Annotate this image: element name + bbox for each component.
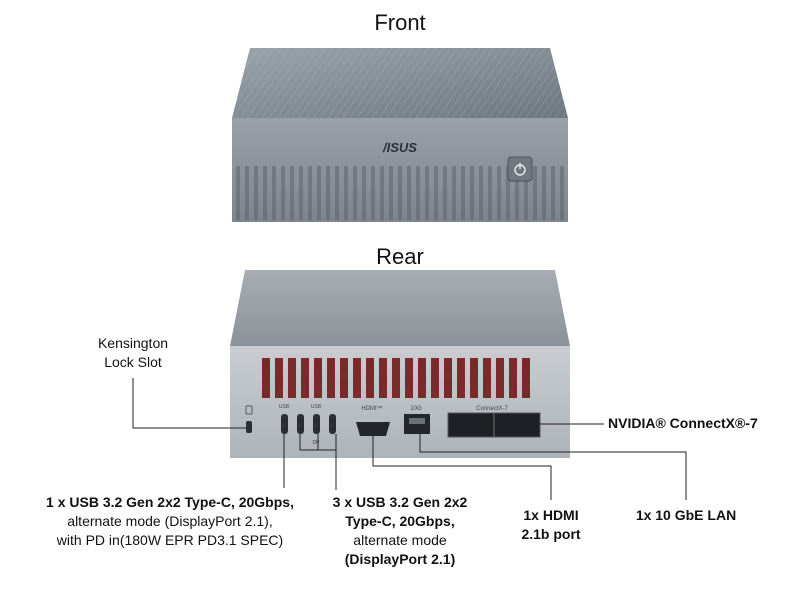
nvidia-callout: NVIDIA® ConnectX®-7 [608, 415, 758, 431]
usb-single-line1: 1 x USB 3.2 Gen 2x2 Type-C, 20Gbps, [46, 494, 294, 510]
usb-c-port-1 [297, 414, 304, 434]
rear-title: Rear [376, 244, 424, 269]
rear-device: USB USB DP HDMI™ 10G ConnectX-7 [230, 270, 570, 458]
usb-c-port-2 [313, 414, 320, 434]
usb-triple-line2: Type-C, 20Gbps, [345, 513, 455, 529]
hdmi-port [356, 422, 390, 436]
dp-marking: DP [313, 440, 321, 446]
front-title: Front [374, 10, 426, 35]
usb-triple-line4: (DisplayPort 2.1) [344, 551, 456, 567]
hdmi-line2: 2.1b port [521, 526, 581, 542]
usb-triple-line3: alternate mode [353, 532, 447, 548]
connectx-marking: ConnectX-7 [476, 406, 508, 412]
hdmi-line1: 1x HDMI [523, 507, 579, 523]
rear-vents [262, 358, 530, 398]
kensington-line2: Lock Slot [104, 354, 162, 370]
usb-single-marking: USB [279, 404, 290, 410]
kensington-callout: Kensington Lock Slot [72, 334, 194, 372]
hdmi-callout: 1x HDMI 2.1b port [505, 506, 597, 544]
lan-callout: 1x 10 GbE LAN [635, 507, 737, 523]
usb-c-port-3 [329, 414, 336, 434]
kensington-slot [246, 421, 252, 433]
power-button[interactable] [507, 156, 533, 182]
usb-single-line3: with PD in(180W EPR PD3.1 SPEC) [56, 532, 284, 548]
front-device: /ISUS [232, 48, 568, 222]
usb-single-line2: alternate mode (DisplayPort 2.1), [67, 513, 273, 529]
usb-c-port-single [281, 414, 288, 434]
kensington-line1: Kensington [97, 335, 169, 351]
usb-triple-callout: 3 x USB 3.2 Gen 2x2 Type-C, 20Gbps, alte… [318, 493, 482, 569]
lock-icon [245, 405, 253, 415]
lan-marking: 10G [410, 406, 422, 412]
leader-lines [132, 378, 687, 500]
usb-triple-marking: USB [311, 404, 322, 410]
asus-logo: /ISUS [382, 140, 417, 155]
hdmi-marking: HDMI™ [361, 405, 382, 412]
usb-triple-line1: 3 x USB 3.2 Gen 2x2 [332, 494, 468, 510]
usb-single-callout: 1 x USB 3.2 Gen 2x2 Type-C, 20Gbps, alte… [10, 493, 330, 550]
